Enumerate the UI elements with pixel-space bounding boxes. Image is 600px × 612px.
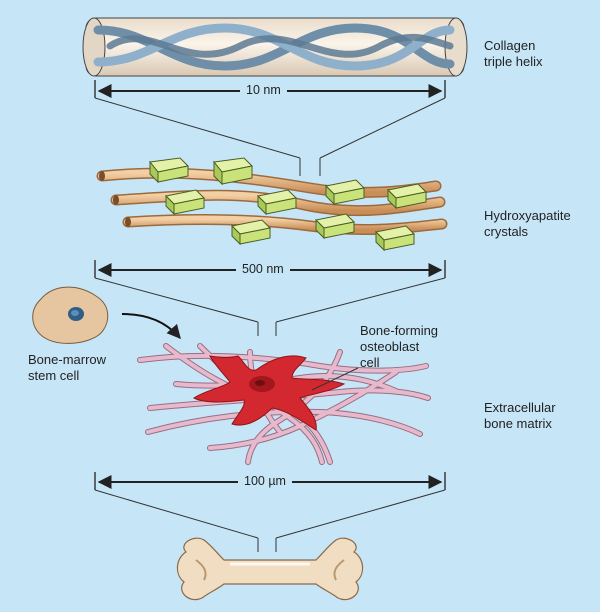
zoom-lines-helix	[94, 97, 446, 176]
matrix-scale-label: 100 µm	[238, 474, 292, 488]
collagen-helix-illustration	[82, 17, 468, 77]
osteoblast-illustration	[193, 355, 346, 431]
osteoblast-label: Bone-forming osteoblast cell	[360, 323, 439, 370]
osteoblast-leader-line	[311, 367, 359, 391]
bone-illustration	[176, 537, 364, 601]
bone-matrix-label: Extracellular bone matrix	[484, 400, 556, 431]
helix-scale-label: 10 nm	[240, 83, 287, 97]
crystals-scale-label: 500 nm	[236, 262, 290, 276]
differentiation-arrow	[121, 313, 181, 340]
stem-cell-label: Bone-marrow stem cell	[28, 352, 107, 383]
collagen-helix-label: Collagen triple helix	[484, 38, 543, 69]
zoom-lines-matrix	[94, 489, 446, 552]
zoom-lines-crystals	[94, 277, 446, 336]
hydroxyapatite-fibers-illustration	[96, 157, 448, 252]
hydroxyapatite-label: Hydroxyapatite crystals	[484, 208, 571, 239]
stem-cell-illustration	[32, 286, 109, 344]
